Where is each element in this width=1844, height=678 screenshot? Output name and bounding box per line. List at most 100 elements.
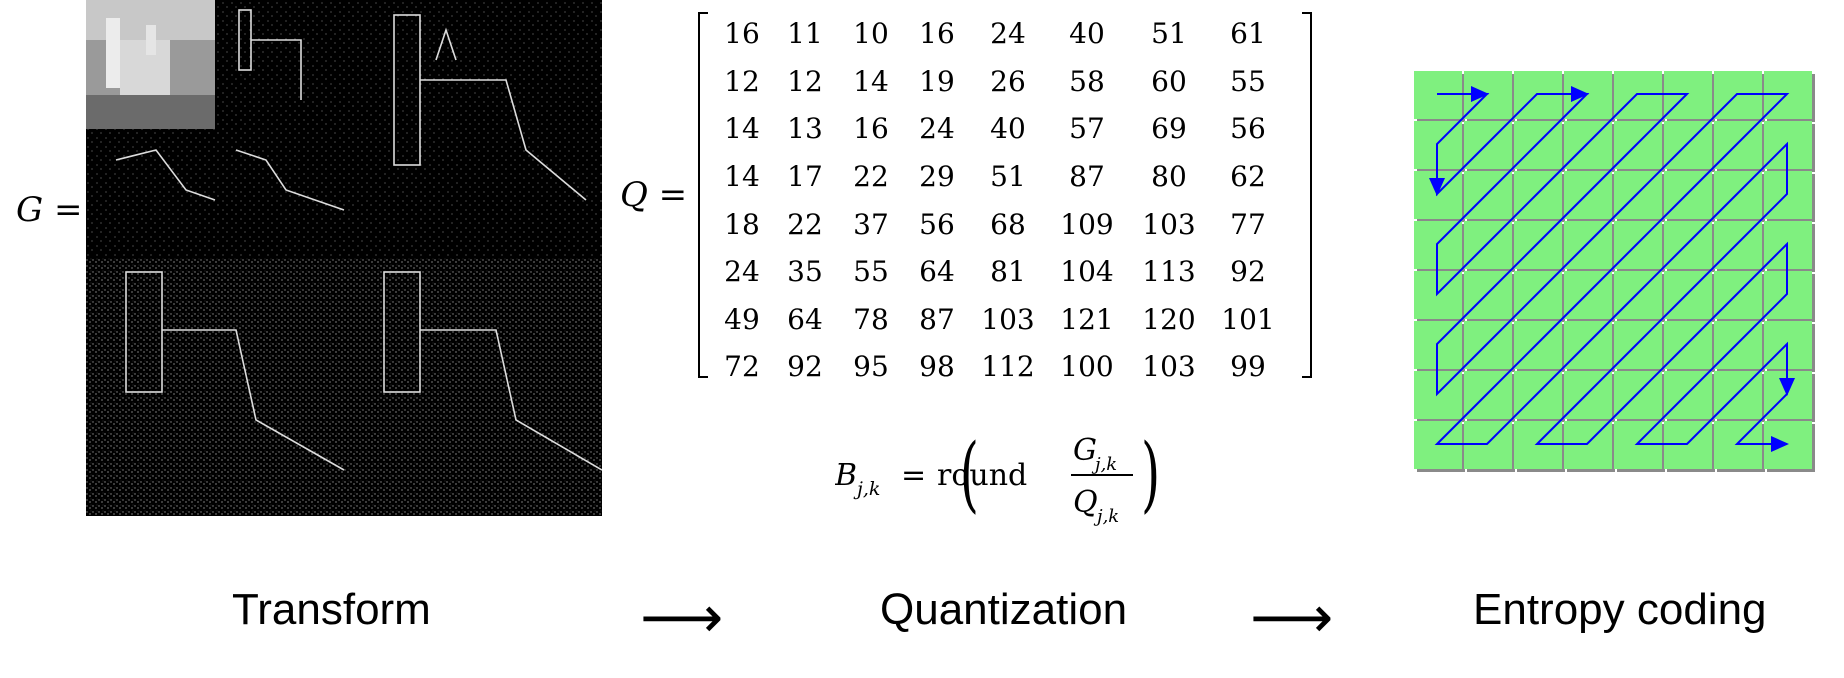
matrix-cell: 100 <box>1060 350 1114 384</box>
matrix-cell: 55 <box>1230 64 1266 98</box>
formula-equals: = <box>901 458 926 493</box>
grid-cell <box>1614 271 1662 319</box>
matrix-cell: 22 <box>853 160 889 194</box>
matrix-cell: 29 <box>919 160 955 194</box>
grid-cell <box>1614 321 1662 369</box>
matrix-cell: 37 <box>853 207 889 241</box>
right-bracket <box>1302 12 1312 378</box>
stage-quantization: Quantization <box>880 585 1128 634</box>
grid-cell <box>1514 221 1562 269</box>
grid-cell <box>1514 171 1562 219</box>
matrix-cell: 95 <box>853 350 889 384</box>
grid-cell <box>1664 171 1712 219</box>
matrix-cell: 18 <box>724 207 760 241</box>
matrix-cell: 98 <box>919 350 955 384</box>
arrow-right-icon: ⟶ <box>640 583 724 651</box>
grid-cell <box>1664 371 1712 419</box>
matrix-cell: 78 <box>853 302 889 336</box>
formula-close-paren: ) <box>1141 426 1160 522</box>
matrix-cell: 14 <box>724 160 760 194</box>
grid-cell <box>1564 221 1612 269</box>
grid-cell <box>1464 371 1512 419</box>
grid-cell <box>1714 171 1762 219</box>
matrix-cell: 64 <box>787 302 823 336</box>
grid-cell <box>1614 171 1662 219</box>
matrix-cell: 68 <box>990 207 1026 241</box>
grid-cell <box>1514 321 1562 369</box>
matrix-cell: 22 <box>787 207 823 241</box>
matrix-cell: 64 <box>919 255 955 289</box>
zigzag-scan-grid <box>1413 70 1815 472</box>
matrix-cell: 56 <box>1230 112 1266 146</box>
matrix-cell: 87 <box>1069 160 1105 194</box>
matrix-cell: 103 <box>1142 207 1196 241</box>
matrix-cell: 103 <box>981 302 1035 336</box>
formula-lhs-sub: j,k <box>853 478 880 500</box>
zigzag-graphic <box>1414 71 1815 472</box>
matrix-cell: 112 <box>981 350 1035 384</box>
grid-cell <box>1714 221 1762 269</box>
quantization-formula: B j,k = round ( G j,k Q j,k ) <box>834 420 1175 530</box>
matrix-cell: 55 <box>853 255 889 289</box>
matrix-cell: 13 <box>787 112 823 146</box>
wavelet-transform-image <box>86 0 603 516</box>
quantization-label: Q = <box>620 175 688 215</box>
transform-label: G = <box>16 190 83 230</box>
matrix-cell: 17 <box>787 160 823 194</box>
grid-cell <box>1564 171 1612 219</box>
arrow-right-icon: ⟶ <box>1250 583 1334 651</box>
wavelet-pyramid-graphic <box>86 0 603 516</box>
grid-cell <box>1664 121 1712 169</box>
matrix-cell: 113 <box>1142 255 1196 289</box>
matrix-cell: 26 <box>990 64 1026 98</box>
matrix-cell: 12 <box>787 64 823 98</box>
matrix-cell: 62 <box>1230 160 1266 194</box>
matrix-cell: 19 <box>919 64 955 98</box>
grid-cell <box>1464 221 1512 269</box>
matrix-cell: 57 <box>1069 112 1105 146</box>
matrix-cell: 58 <box>1069 64 1105 98</box>
matrix-cell: 24 <box>990 17 1026 51</box>
grid-cell <box>1514 121 1562 169</box>
grid-cell <box>1614 371 1662 419</box>
matrix-cell: 69 <box>1151 112 1187 146</box>
matrix-cell: 61 <box>1230 17 1266 51</box>
matrix-cell: 14 <box>724 112 760 146</box>
formula-numerator: G <box>1073 433 1097 468</box>
stage-transform: Transform <box>232 585 431 634</box>
matrix-cell: 120 <box>1142 302 1196 336</box>
matrix-cell: 14 <box>853 64 889 98</box>
matrix-cell: 35 <box>787 255 823 289</box>
formula-numerator-sub: j,k <box>1091 454 1117 475</box>
matrix-cell: 60 <box>1151 64 1187 98</box>
formula-open-paren: ( <box>960 426 979 522</box>
matrix-cell: 40 <box>1069 17 1105 51</box>
left-bracket <box>698 12 708 378</box>
grid-cell <box>1514 271 1562 319</box>
grid-cell <box>1464 171 1512 219</box>
grid-cell <box>1714 271 1762 319</box>
matrix-cell: 121 <box>1060 302 1114 336</box>
matrix-cell: 16 <box>853 112 889 146</box>
grid-cell <box>1564 271 1612 319</box>
matrix-cell: 109 <box>1060 207 1114 241</box>
matrix-row: 12 12 14 19 26 58 60 55 <box>712 58 1286 106</box>
formula-lhs: B <box>835 458 857 493</box>
matrix-cell: 103 <box>1142 350 1196 384</box>
grid-cell <box>1564 371 1612 419</box>
grid-cell <box>1464 321 1512 369</box>
matrix-cell: 72 <box>724 350 760 384</box>
matrix-cell: 81 <box>990 255 1026 289</box>
matrix-cell: 49 <box>724 302 760 336</box>
formula-denominator: Q <box>1073 485 1098 520</box>
grid-cell <box>1714 321 1762 369</box>
formula-graphic: B j,k = round ( G j,k Q j,k ) <box>834 426 1160 527</box>
matrix-cell: 12 <box>724 64 760 98</box>
matrix-cell: 10 <box>853 17 889 51</box>
